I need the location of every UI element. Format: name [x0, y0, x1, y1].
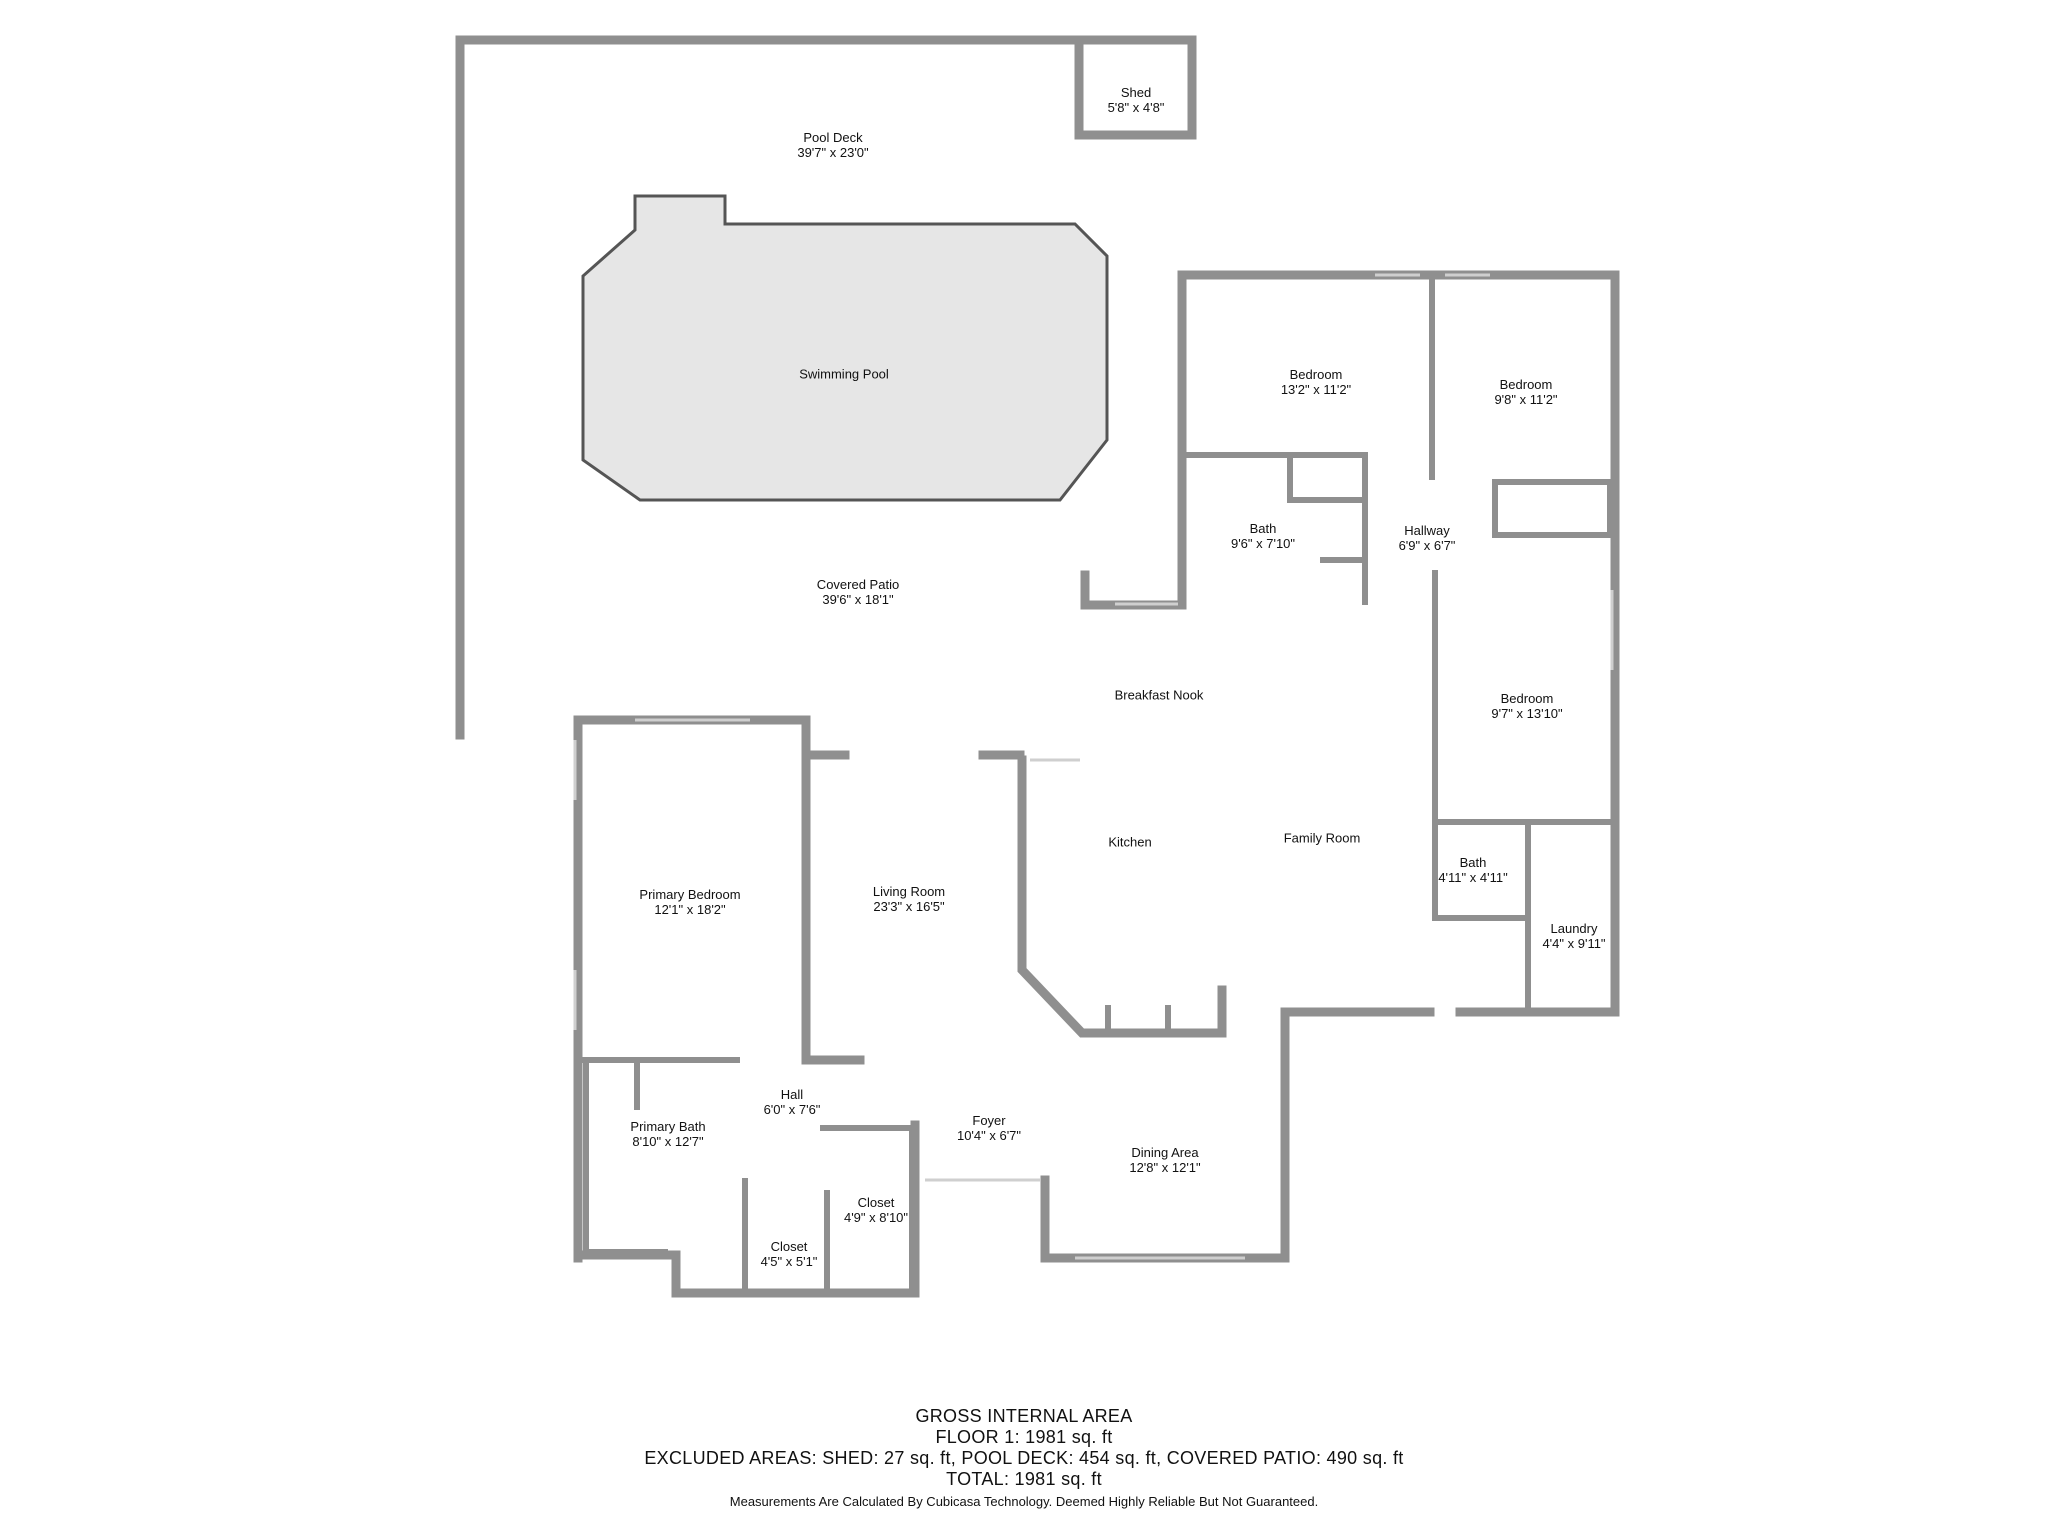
room-foyer: Foyer 10'4" x 6'7" — [957, 1113, 1021, 1143]
room-dimensions: 9'7" x 13'10" — [1491, 706, 1563, 721]
room-name: Hall — [780, 1087, 804, 1102]
room-name: Bedroom — [1499, 377, 1553, 392]
room-hall: Hall 6'0" x 7'6" — [764, 1087, 821, 1117]
room-covered-patio: Covered Patio 39'6" x 18'1" — [817, 577, 899, 607]
room-name: Hallway — [1404, 523, 1450, 538]
gross-area-heading: GROSS INTERNAL AREA — [915, 1406, 1133, 1426]
room-dimensions: 13'2" x 11'2" — [1280, 382, 1352, 397]
room-name: Bath — [1459, 855, 1487, 870]
room-dimensions: 6'0" x 7'6" — [763, 1102, 821, 1117]
room-name: Closet — [770, 1239, 808, 1254]
room-name: Covered Patio — [816, 577, 900, 592]
floor-plan-drawing — [455, 35, 1620, 1298]
room-name: Primary Bedroom — [639, 887, 741, 902]
room-primary-bath: Primary Bath 8'10" x 12'7" — [630, 1119, 705, 1149]
room-name: Bedroom — [1500, 691, 1554, 706]
room-name: Kitchen — [1108, 834, 1152, 850]
total-area: TOTAL: 1981 sq. ft — [946, 1469, 1102, 1489]
room-bath-2: Bath 4'11" x 4'11" — [1438, 855, 1507, 885]
room-dimensions: 8'10" x 12'7" — [632, 1134, 704, 1149]
room-hallway: Hallway 6'9" x 6'7" — [1399, 523, 1456, 553]
room-dimensions: 10'4" x 6'7" — [956, 1128, 1022, 1143]
room-bedroom-3: Bedroom 9'7" x 13'10" — [1491, 691, 1562, 721]
room-name: Shed — [1120, 85, 1152, 100]
room-closet-2: Closet 4'5" x 5'1" — [761, 1239, 818, 1269]
room-name: Foyer — [972, 1113, 1006, 1128]
room-dimensions: 4'5" x 5'1" — [760, 1254, 818, 1269]
room-dimensions: 6'9" x 6'7" — [1398, 538, 1456, 553]
room-dimensions: 9'6" x 7'10" — [1230, 536, 1296, 551]
room-name: Pool Deck — [803, 130, 863, 145]
room-dimensions: 23'3" x 16'5" — [873, 899, 945, 914]
area-summary: GROSS INTERNAL AREA FLOOR 1: 1981 sq. ft… — [0, 1406, 2048, 1509]
room-name: Breakfast Nook — [1114, 687, 1204, 703]
room-bedroom-2: Bedroom 9'8" x 11'2" — [1494, 377, 1557, 407]
interior-walls — [578, 278, 1613, 1290]
floor-area: FLOOR 1: 1981 sq. ft — [935, 1427, 1113, 1447]
room-bath-1: Bath 9'6" x 7'10" — [1231, 521, 1295, 551]
room-pool-deck: Pool Deck 39'7" x 23'0" — [797, 130, 868, 160]
room-name: Bedroom — [1289, 367, 1343, 382]
room-dimensions: 4'9" x 8'10" — [843, 1210, 909, 1225]
room-dimensions: 5'8" x 4'8" — [1107, 100, 1165, 115]
room-name: Bath — [1249, 521, 1277, 536]
room-dimensions: 12'8" x 12'1" — [1129, 1160, 1201, 1175]
room-laundry: Laundry 4'4" x 9'11" — [1542, 921, 1605, 951]
room-breakfast-nook: Breakfast Nook — [1115, 688, 1204, 703]
room-living-room: Living Room 23'3" x 16'5" — [873, 884, 945, 914]
room-family-room: Family Room — [1284, 831, 1361, 846]
room-name: Swimming Pool — [799, 366, 889, 382]
room-shed: Shed 5'8" x 4'8" — [1108, 85, 1165, 115]
windows — [573, 273, 1614, 1260]
room-dining-area: Dining Area 12'8" x 12'1" — [1129, 1145, 1200, 1175]
room-dimensions: 4'11" x 4'11" — [1438, 870, 1508, 885]
room-closet-1: Closet 4'9" x 8'10" — [844, 1195, 908, 1225]
room-name: Laundry — [1550, 921, 1598, 936]
room-kitchen: Kitchen — [1108, 835, 1151, 850]
room-primary-bedroom: Primary Bedroom 12'1" x 18'2" — [639, 887, 740, 917]
room-dimensions: 39'7" x 23'0" — [797, 145, 869, 160]
room-bedroom-1: Bedroom 13'2" x 11'2" — [1281, 367, 1351, 397]
room-name: Closet — [857, 1195, 895, 1210]
room-name: Dining Area — [1131, 1145, 1199, 1160]
room-dimensions: 9'8" x 11'2" — [1494, 392, 1558, 407]
swimming-pool-shape — [581, 194, 1109, 502]
room-swimming-pool: Swimming Pool — [799, 367, 889, 382]
room-dimensions: 39'6" x 18'1" — [822, 592, 894, 607]
room-dimensions: 4'4" x 9'11" — [1542, 936, 1606, 951]
disclaimer: Measurements Are Calculated By Cubicasa … — [729, 1494, 1319, 1509]
excluded-areas: EXCLUDED AREAS: SHED: 27 sq. ft, POOL DE… — [644, 1448, 1404, 1468]
room-name: Living Room — [872, 884, 946, 899]
room-dimensions: 12'1" x 18'2" — [654, 902, 726, 917]
room-name: Primary Bath — [630, 1119, 706, 1134]
room-name: Family Room — [1283, 830, 1361, 846]
